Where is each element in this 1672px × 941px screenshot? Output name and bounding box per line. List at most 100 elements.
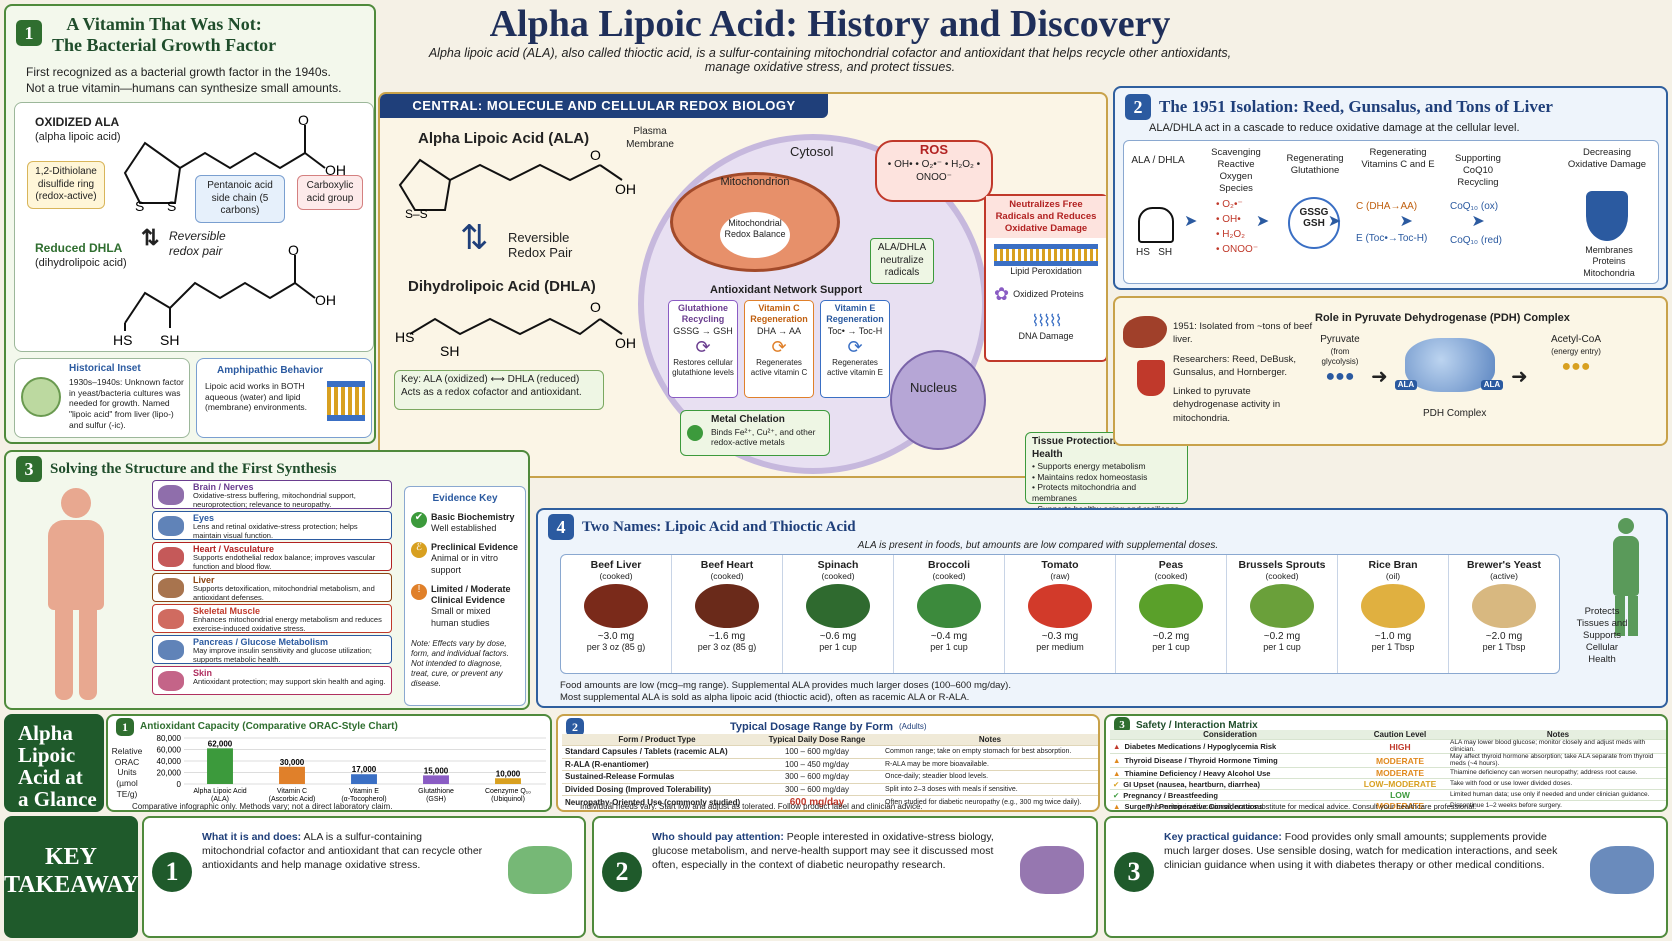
evidence-2-title: Preclinical Evidence (431, 542, 519, 552)
pdh-panel: 1951: Isolated from ~tons of beef liver.… (1113, 296, 1668, 446)
lipid-peroxidation-label: Lipid Peroxidation (1010, 265, 1082, 276)
safety-title: Safety / Interaction Matrix (1136, 719, 1258, 731)
food-footnote-2: Most supplemental ALA is sold as alpha l… (560, 691, 970, 703)
takeaway-text: People interested in oxidative-stress bi… (652, 831, 994, 872)
organ-desc: Antioxidant protection; may support skin… (193, 677, 386, 686)
amphipathic-title: Amphipathic Behavior (217, 365, 324, 376)
food-image-icon (1139, 584, 1203, 628)
x-tick-label: Vitamin E (349, 788, 379, 795)
bar (279, 766, 305, 784)
safety-panel: 3 Safety / Interaction Matrix Considerat… (1104, 714, 1668, 812)
ros-list-4: • ONOO⁻ (1216, 244, 1259, 255)
tissue-item-1: • Supports energy metabolism (1032, 461, 1146, 471)
cascade-col-scavenging: Scavenging Reactive Oxygen Species (1211, 147, 1261, 194)
organ-title: Brain / Nerves (193, 482, 254, 492)
bar-value-label: 30,000 (280, 758, 305, 767)
svg-text:SH: SH (440, 343, 459, 359)
food-amount: ~2.0 mg (1485, 631, 1523, 642)
food-unit: per 3 oz (85 g) (586, 642, 646, 652)
bar (495, 778, 521, 784)
section-2-number: 2 (1125, 94, 1151, 120)
ros-list-3: • H₂O₂ (1216, 229, 1246, 240)
cascade-col-glutathione: Regenerating Glutathione (1286, 153, 1344, 176)
pdh-complex-label: PDH Complex (1423, 408, 1487, 419)
organ-icon (158, 547, 184, 567)
chart-number: 1 (116, 718, 134, 736)
takeaways-title-2: TAKEAWAYS (4, 871, 138, 898)
evidence-3-title: Limited / Moderate Clinical Evidence (431, 583, 511, 605)
section-2-intro: ALA/DHLA act in a cascade to reduce oxid… (1149, 122, 1520, 134)
central-dhla-structure-icon: HS SH OH O (395, 299, 636, 359)
central-redox-arrows-icon: ⇅ (460, 219, 489, 257)
organ-icon (158, 516, 184, 536)
food-amount: ~1.0 mg (1374, 631, 1412, 642)
coq10-red-label: CoQ₁₀ (red) (1450, 235, 1502, 246)
ala-structure-icon: O OH S S (123, 113, 345, 214)
food-amount: ~1.6 mg (708, 631, 746, 642)
food-unit: per 1 Tbsp (1482, 642, 1526, 652)
vitamin-e-desc: Regenerates active vitamin E (826, 357, 884, 377)
gsh-label: GSH (1303, 218, 1325, 229)
dosage-cell: Neuropathy-Oriented Use (commonly studie… (565, 797, 741, 807)
coq10-ox-label: CoQ₁₀ (ox) (1450, 201, 1499, 212)
food-name: Beef Liver (590, 559, 642, 571)
regenerate-e-icon: ⟳ (847, 336, 863, 357)
protects-tissues-label: Protects Tissues and Supports Cellular H… (1576, 606, 1628, 665)
food-image-icon (1361, 584, 1425, 628)
section-2-title: The 1951 Isolation: Reed, Gunsalus, and … (1159, 97, 1553, 116)
cascade-col-coq10: Supporting CoQ10 Recycling (1455, 153, 1501, 188)
vitamin-e-card: Vitamin E Regeneration Toc• → Toc-H ⟳ Re… (820, 300, 890, 398)
isolation-text: 1951: Isolated from ~tons of beef liver. (1173, 321, 1313, 346)
svg-text:S: S (135, 198, 144, 214)
dna-damage-label: DNA Damage (1018, 331, 1074, 342)
food-amount: ~0.3 mg (1041, 631, 1079, 642)
bar-value-label: 10,000 (496, 769, 521, 778)
central-key-line-2: Acts as a redox cofactor and antioxidant… (401, 386, 582, 398)
nucleus-icon (890, 350, 986, 450)
mitochondrion-label: Mitochondrion (720, 176, 790, 188)
y-tick-label: 80,000 (157, 734, 182, 743)
safety-header: Consideration (1203, 730, 1257, 739)
evidence-1-title: Basic Biochemistry (431, 511, 515, 522)
x-tick-label-sub: (Ubiquinol) (491, 796, 525, 803)
evidence-3-desc: Small or mixed human studies (431, 606, 491, 628)
food-image-icon (695, 584, 759, 628)
reduced-dhla-label: Reduced DHLA (35, 241, 123, 255)
lipid-membrane-icon (994, 243, 1098, 266)
organ-title: Skeletal Muscle (193, 606, 261, 616)
dosage-number: 2 (566, 718, 584, 736)
linked-text: Linked to pyruvate dehydrogenase activit… (1173, 386, 1281, 424)
food-name: Peas (1158, 559, 1184, 571)
pdh-complex-icon (1405, 338, 1495, 392)
x-tick-label-sub: (GSH) (426, 796, 446, 803)
caution-icon: ▲ (1113, 768, 1121, 778)
x-tick-label-sub: (Ascorbic Acid) (269, 796, 316, 803)
safety-footnote: This matrix is educational, not a substi… (1146, 802, 1477, 811)
svg-text:OH: OH (615, 335, 636, 351)
y-tick-label: 40,000 (157, 757, 182, 766)
organ-title: Heart / Vasculature (193, 544, 275, 554)
human-body-icon (36, 488, 116, 704)
food-amount: ~3.0 mg (597, 631, 635, 642)
caution-icon: ✔ (1113, 790, 1120, 800)
food-name: Brussels Sprouts (1238, 559, 1326, 571)
food-image-icon (806, 584, 870, 628)
table-row: ✔GI Upset (nausea, heartburn, diarrhea)L… (1110, 778, 1666, 790)
table-row: Neuropathy-Oriented Use (commonly studie… (562, 795, 1098, 809)
dosage-cell: Once-daily; steadier blood levels. (885, 773, 989, 781)
nucleus-label: Nucleus (910, 380, 957, 395)
liver-icon (1123, 316, 1167, 348)
vitamin-e-line: E (Toc•→Toc-H) (1356, 233, 1428, 244)
safety-note: May affect thyroid hormone absorption; t… (1450, 753, 1654, 767)
section-1-intro-1: First recognized as a bacterial growth f… (26, 65, 331, 79)
dosage-cell: 100 – 600 mg/day (784, 747, 850, 757)
central-panel: CENTRAL: MOLECULE AND CELLULAR REDOX BIO… (378, 92, 1108, 478)
food-unit: per 1 cup (1263, 642, 1301, 652)
organ-title: Pancreas / Glucose Metabolism (193, 637, 329, 647)
cascade-box: ALA / DHLA HS SH Scavenging Reactive Oxy… (1123, 140, 1659, 284)
